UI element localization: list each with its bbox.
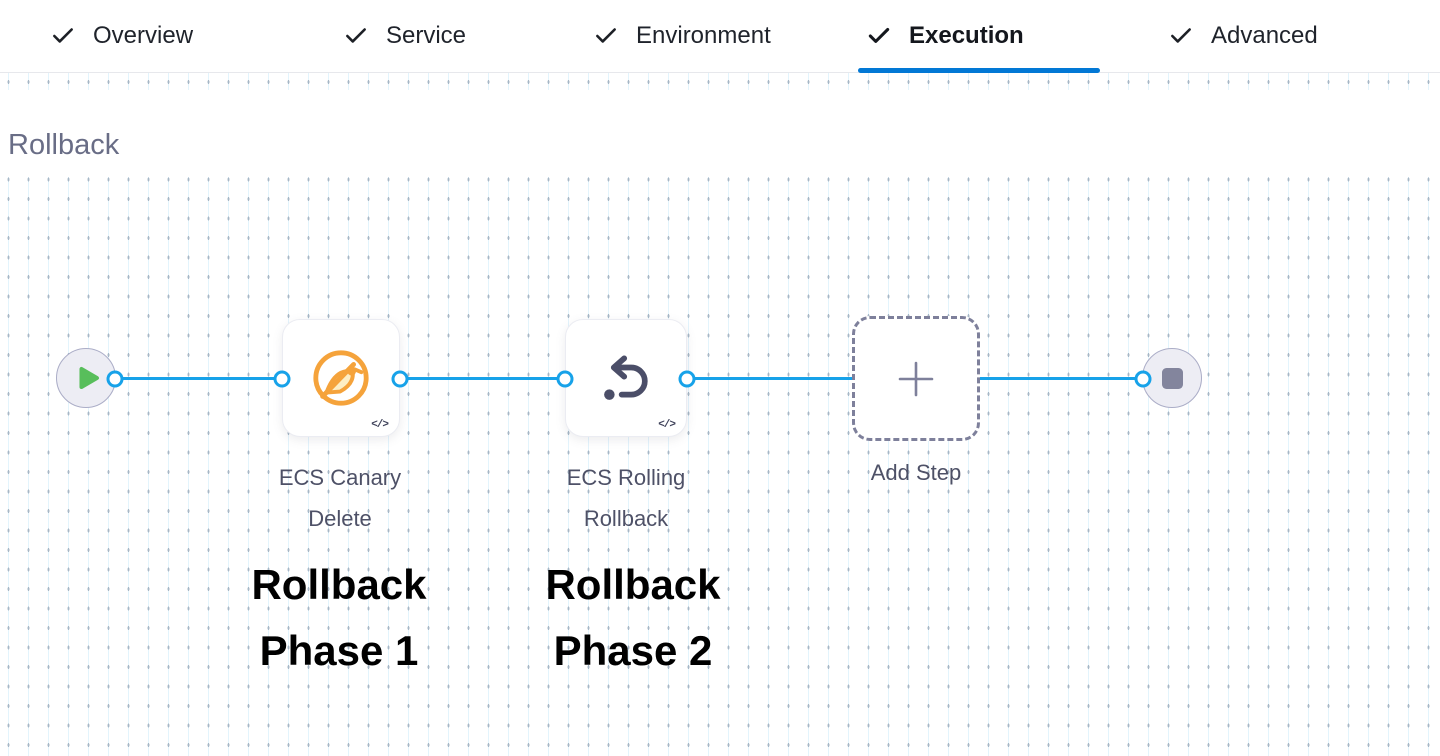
code-icon: </> xyxy=(371,419,389,431)
tab-label: Execution xyxy=(909,22,1024,49)
start-node xyxy=(56,348,116,408)
step-label-ecs-canary-delete: ECS Canary Delete xyxy=(278,465,402,531)
annotation-rollback-phase-2: Rollback Phase 2 xyxy=(545,561,721,674)
check-icon xyxy=(596,28,616,43)
tab-label: Service xyxy=(386,22,467,49)
code-icon: </> xyxy=(658,419,676,431)
tab-label: Overview xyxy=(93,22,194,49)
tab-service[interactable]: Service xyxy=(343,0,466,72)
port-step1-out[interactable] xyxy=(391,370,409,387)
port-end-in[interactable] xyxy=(1134,370,1152,387)
port-step2-out[interactable] xyxy=(678,370,696,387)
add-step-label: Add Step xyxy=(870,460,962,485)
step-node-ecs-rolling-rollback[interactable]: </> xyxy=(565,319,687,437)
tab-label: Advanced xyxy=(1211,22,1318,49)
tab-environment[interactable]: Environment xyxy=(593,0,771,72)
stop-icon xyxy=(1161,367,1183,389)
check-icon xyxy=(53,28,73,43)
tab-execution[interactable]: Execution xyxy=(866,0,1024,72)
active-tab-underline xyxy=(858,68,1100,73)
annotation-rollback-phase-1: Rollback Phase 1 xyxy=(251,561,427,674)
play-icon xyxy=(79,367,99,389)
ecs-canary-delete-icon xyxy=(313,350,369,406)
check-icon xyxy=(868,27,890,43)
port-step2-in[interactable] xyxy=(556,370,574,387)
tab-advanced[interactable]: Advanced xyxy=(1168,0,1318,72)
check-icon xyxy=(1171,28,1191,43)
check-icon xyxy=(346,28,366,43)
step-label-ecs-rolling-rollback: ECS Rolling Rollback xyxy=(566,465,686,531)
ecs-rolling-rollback-icon xyxy=(604,355,648,400)
port-step1-in[interactable] xyxy=(273,370,291,387)
section-heading-band: Rollback xyxy=(0,90,1440,177)
port-start-out[interactable] xyxy=(106,370,124,387)
pipeline-canvas[interactable]: Rollback </> </> xyxy=(0,72,1440,756)
section-title: Rollback xyxy=(8,129,120,161)
settings-tab-bar: Overview Service Environment Execution A… xyxy=(0,0,1440,73)
tab-label: Environment xyxy=(636,22,771,49)
tab-overview[interactable]: Overview xyxy=(50,0,193,72)
step-node-ecs-canary-delete[interactable]: </> xyxy=(282,319,400,437)
add-step-button[interactable] xyxy=(852,316,980,441)
plus-icon xyxy=(898,361,934,396)
